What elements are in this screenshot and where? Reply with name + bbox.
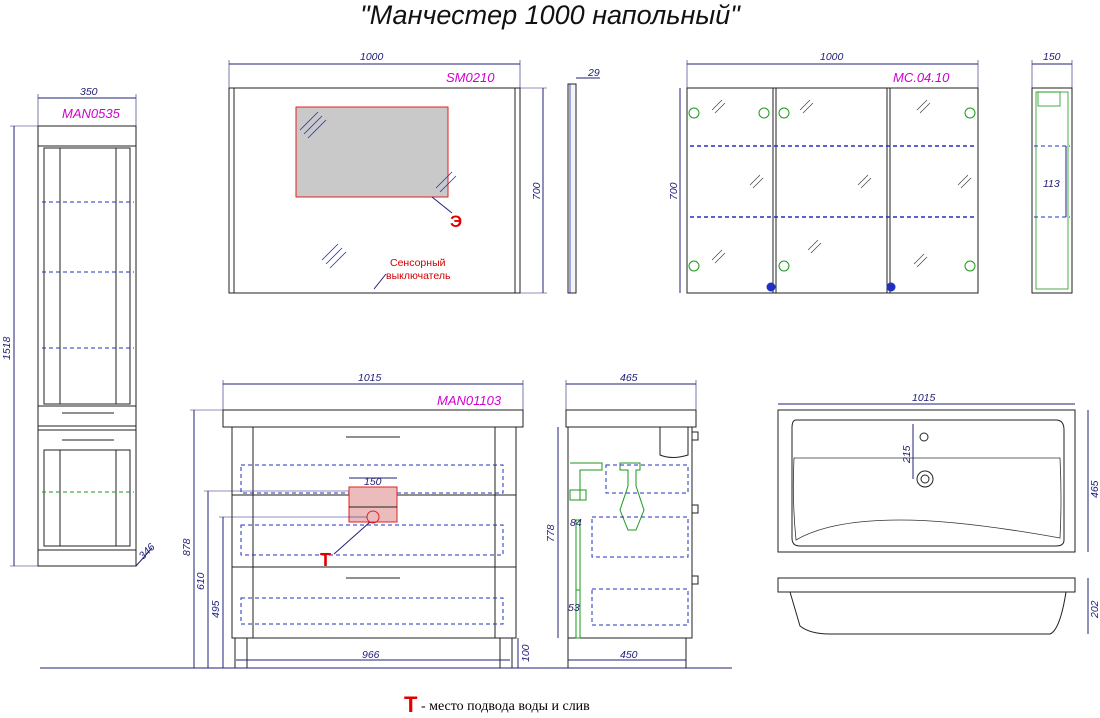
vanity-front-view xyxy=(40,380,732,669)
cabinet-front-view xyxy=(679,60,979,294)
vanity-code: MAN01103 xyxy=(437,393,502,408)
touch-switch-label-line2: выключатель xyxy=(386,270,451,282)
sink-depth-label: 465 xyxy=(1089,480,1100,498)
cabinet-width-label: 1000 xyxy=(820,51,844,63)
pipe-height-2-label: 495 xyxy=(210,600,222,618)
cabinet-depth-label: 150 xyxy=(1043,51,1061,63)
sink-height-label: 202 xyxy=(1089,600,1100,619)
column-front-view xyxy=(10,94,153,567)
cabinet-side-view xyxy=(1031,60,1073,294)
vanity-width-label: 1015 xyxy=(358,372,382,384)
mirror-code: SM0210 xyxy=(446,70,495,85)
hole-width-label: 150 xyxy=(364,476,382,488)
electric-marker: Э xyxy=(450,212,462,231)
sink-hole-offset-label: 215 xyxy=(901,445,913,464)
plumbing-marker: Т xyxy=(320,550,331,570)
column-code: MAN0535 xyxy=(62,106,121,121)
legend: Т - место подвода воды и слив xyxy=(404,692,590,718)
vanity-side-offset-2-label: 53 xyxy=(568,602,580,614)
mirror-side-view xyxy=(567,77,600,294)
vanity-side-view xyxy=(557,380,699,668)
legend-marker: Т xyxy=(404,692,418,717)
cabinet-height-label: 700 xyxy=(668,182,680,200)
cabinet-shelf-gap-label: 113 xyxy=(1043,178,1060,190)
mirror-height-label: 700 xyxy=(531,182,543,200)
vanity-side-depth-label: 465 xyxy=(620,372,638,384)
sink-width-label: 1015 xyxy=(912,392,936,404)
sink-side-view xyxy=(777,577,1089,635)
vanity-side-inner-depth-label: 450 xyxy=(620,649,638,661)
pipe-height-1-label: 610 xyxy=(195,572,207,590)
mirror-depth-label: 29 xyxy=(587,67,600,79)
vanity-side-height-label: 778 xyxy=(545,524,557,542)
vanity-height-label: 878 xyxy=(181,538,193,556)
column-depth-label: 346 xyxy=(137,541,158,562)
legend-text: - место подвода воды и слив xyxy=(420,699,590,714)
mirror-width-label: 1000 xyxy=(360,51,384,63)
cabinet-code: MC.04.10 xyxy=(893,70,950,85)
vanity-leg-label: 100 xyxy=(520,644,532,662)
vanity-inner-width-label: 966 xyxy=(362,649,380,661)
drawing-title: "Манчестер 1000 напольный" xyxy=(360,0,740,30)
sink-top-view xyxy=(777,403,1089,553)
column-height-label: 1518 xyxy=(1,336,13,360)
mirror-front-view xyxy=(228,60,547,294)
touch-switch-label-line1: Сенсорный xyxy=(390,257,446,269)
column-width-label: 350 xyxy=(80,86,98,98)
vanity-side-offset-1-label: 84 xyxy=(570,517,582,529)
